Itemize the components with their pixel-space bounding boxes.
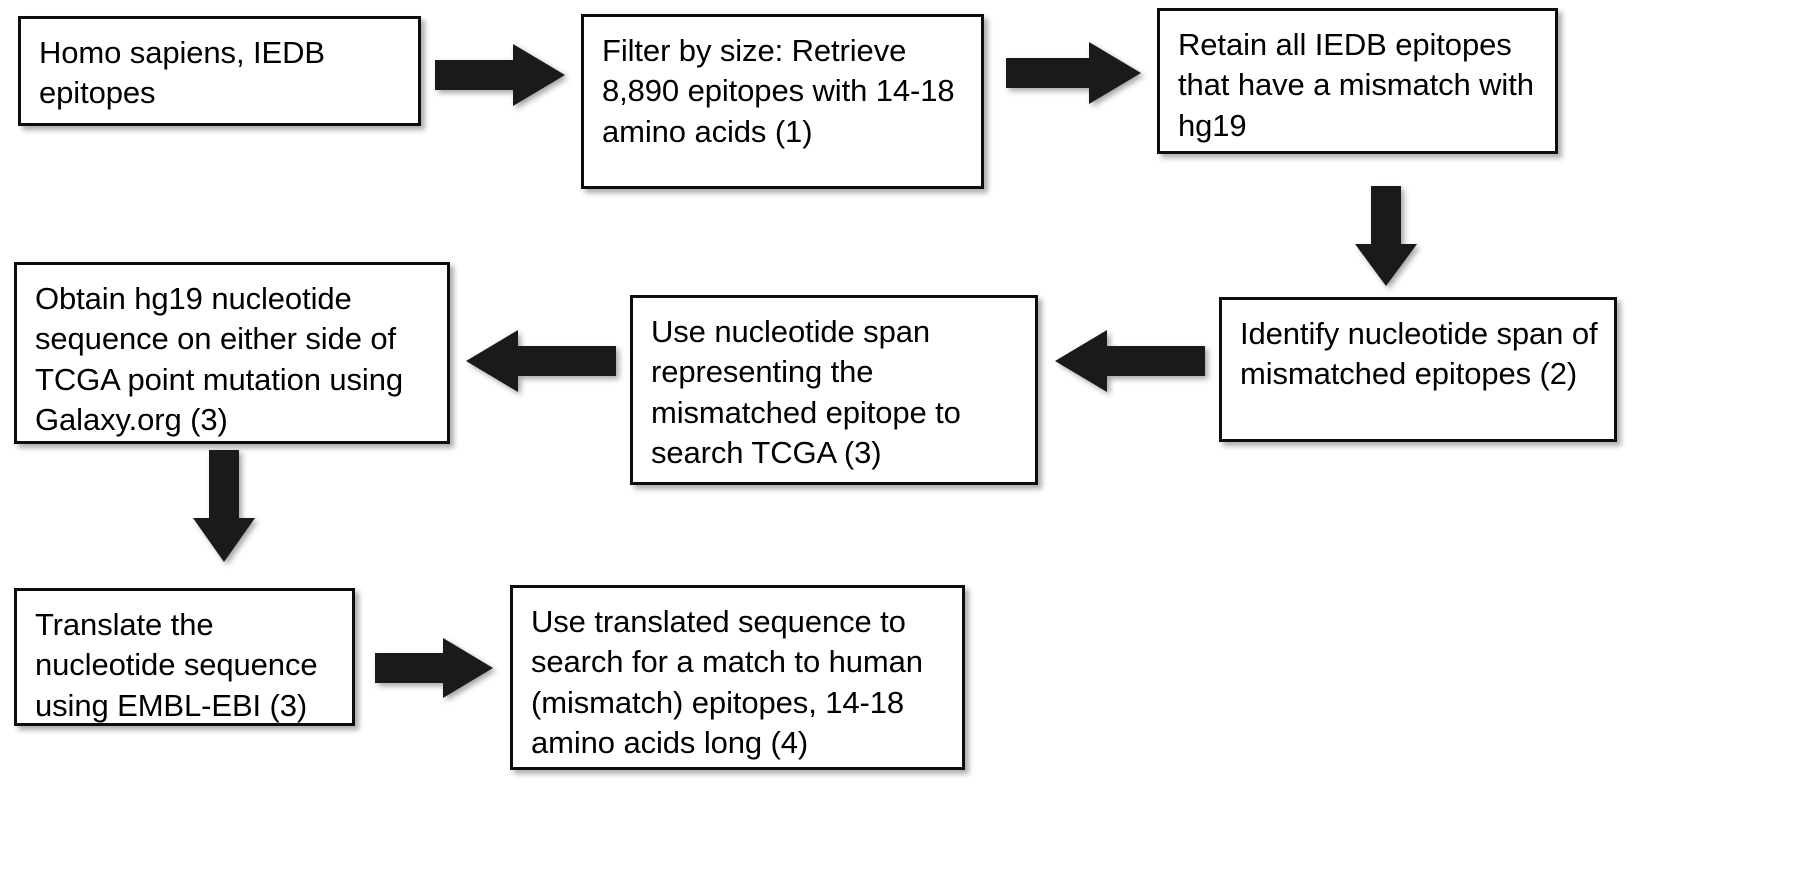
flow-node-label: Translate the nucleotide sequence using …	[35, 607, 318, 723]
flow-node-search-tcga: Use nucleotide span representing the mis…	[630, 295, 1038, 485]
flow-node-obtain-hg19-sequence: Obtain hg19 nucleotide sequence on eithe…	[14, 262, 450, 444]
arrow-down-icon	[193, 450, 255, 562]
arrow-right-icon	[435, 44, 565, 106]
flow-node-label: Homo sapiens, IEDB epitopes	[39, 35, 325, 111]
arrow-right-icon	[1006, 42, 1141, 104]
flow-node-filter-by-size: Filter by size: Retrieve 8,890 epitopes …	[581, 14, 984, 189]
flow-node-translate-sequence: Translate the nucleotide sequence using …	[14, 588, 355, 726]
flow-node-label: Use nucleotide span representing the mis…	[651, 314, 961, 470]
flow-node-match-human-epitopes: Use translated sequence to search for a …	[510, 585, 965, 770]
flow-node-label: Retain all IEDB epitopes that have a mis…	[1178, 27, 1534, 143]
flow-node-homo-sapiens-iedb-epitopes: Homo sapiens, IEDB epitopes	[18, 16, 421, 126]
arrow-right-icon	[375, 638, 493, 698]
flow-node-identify-nucleotide-span: Identify nucleotide span of mismatched e…	[1219, 297, 1617, 442]
arrow-left-icon	[1055, 330, 1205, 392]
flow-node-label: Filter by size: Retrieve 8,890 epitopes …	[602, 33, 955, 149]
flow-node-label: Use translated sequence to search for a …	[531, 604, 923, 760]
flow-node-label: Identify nucleotide span of mismatched e…	[1240, 316, 1598, 392]
flow-node-retain-mismatch-hg19: Retain all IEDB epitopes that have a mis…	[1157, 8, 1558, 154]
flow-node-label: Obtain hg19 nucleotide sequence on eithe…	[35, 281, 403, 437]
arrow-left-icon	[466, 330, 616, 392]
arrow-down-icon	[1355, 186, 1417, 286]
